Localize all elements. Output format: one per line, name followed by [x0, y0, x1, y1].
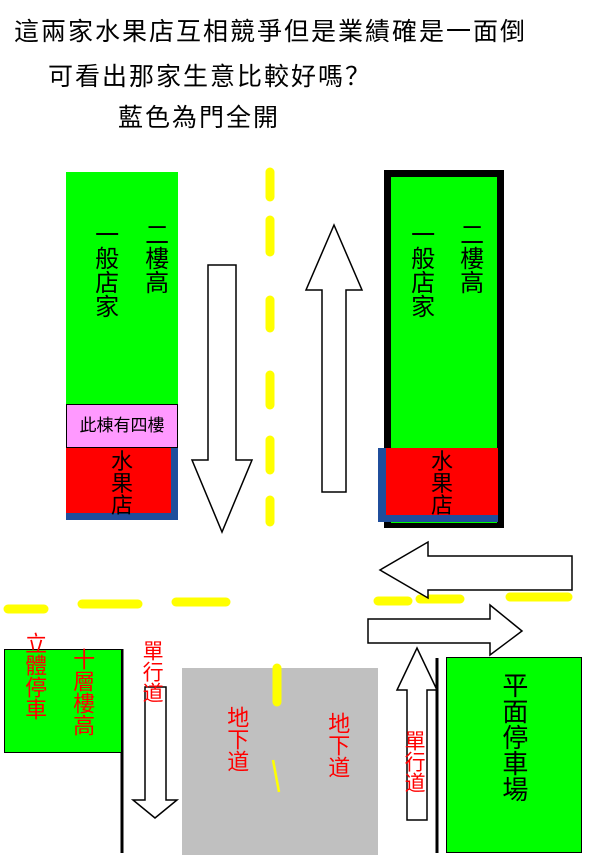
left-fruit-shop-label: 水果店 [66, 452, 178, 518]
left-building-type: 一般店家 [90, 222, 119, 318]
left-building-sign: 此棟有四樓 [66, 404, 178, 448]
right-arrow [367, 603, 524, 657]
right-fruit-shop-text: 水果店 [430, 450, 453, 519]
flat-parking-lot [446, 657, 582, 853]
left-parking-building [4, 649, 122, 753]
up-arrow-large [304, 223, 364, 493]
left-fruit-shop-text: 水果店 [110, 450, 133, 519]
right-fruit-shop-label: 水果店 [386, 452, 498, 518]
down-arrow-small [130, 686, 180, 819]
right-fruit-shop [378, 448, 498, 522]
left-building-floors: 二樓高 [140, 222, 169, 294]
up-arrow-small [395, 646, 439, 821]
left-building [66, 172, 178, 404]
oneway-label-right: 單行道 [402, 730, 427, 793]
cross-lane-line-right [373, 592, 573, 606]
oneway-label-left: 單行道 [140, 640, 165, 703]
cross-lane-line-left [3, 597, 231, 614]
left-fruit-shop [66, 448, 178, 520]
down-arrow-large [190, 264, 254, 534]
right-building-type: 一般店家 [406, 222, 435, 318]
underpass-label-left: 地下道 [223, 706, 249, 772]
title-line-1: 這兩家水果店互相競爭但是業績確是一面倒 [14, 17, 528, 46]
title-line-2: 可看出那家生意比較好嗎？ [48, 62, 373, 91]
left-arrow [378, 540, 573, 600]
title-line-3: 藍色為門全開 [118, 103, 281, 132]
underpass-label-right: 地下道 [324, 712, 350, 778]
flat-parking-label: 平面停車場 [497, 672, 528, 802]
right-building-floors: 二樓高 [455, 222, 484, 294]
left-parking-height: 十層樓高 [69, 648, 95, 736]
left-parking-type: 立體停車 [21, 632, 47, 720]
